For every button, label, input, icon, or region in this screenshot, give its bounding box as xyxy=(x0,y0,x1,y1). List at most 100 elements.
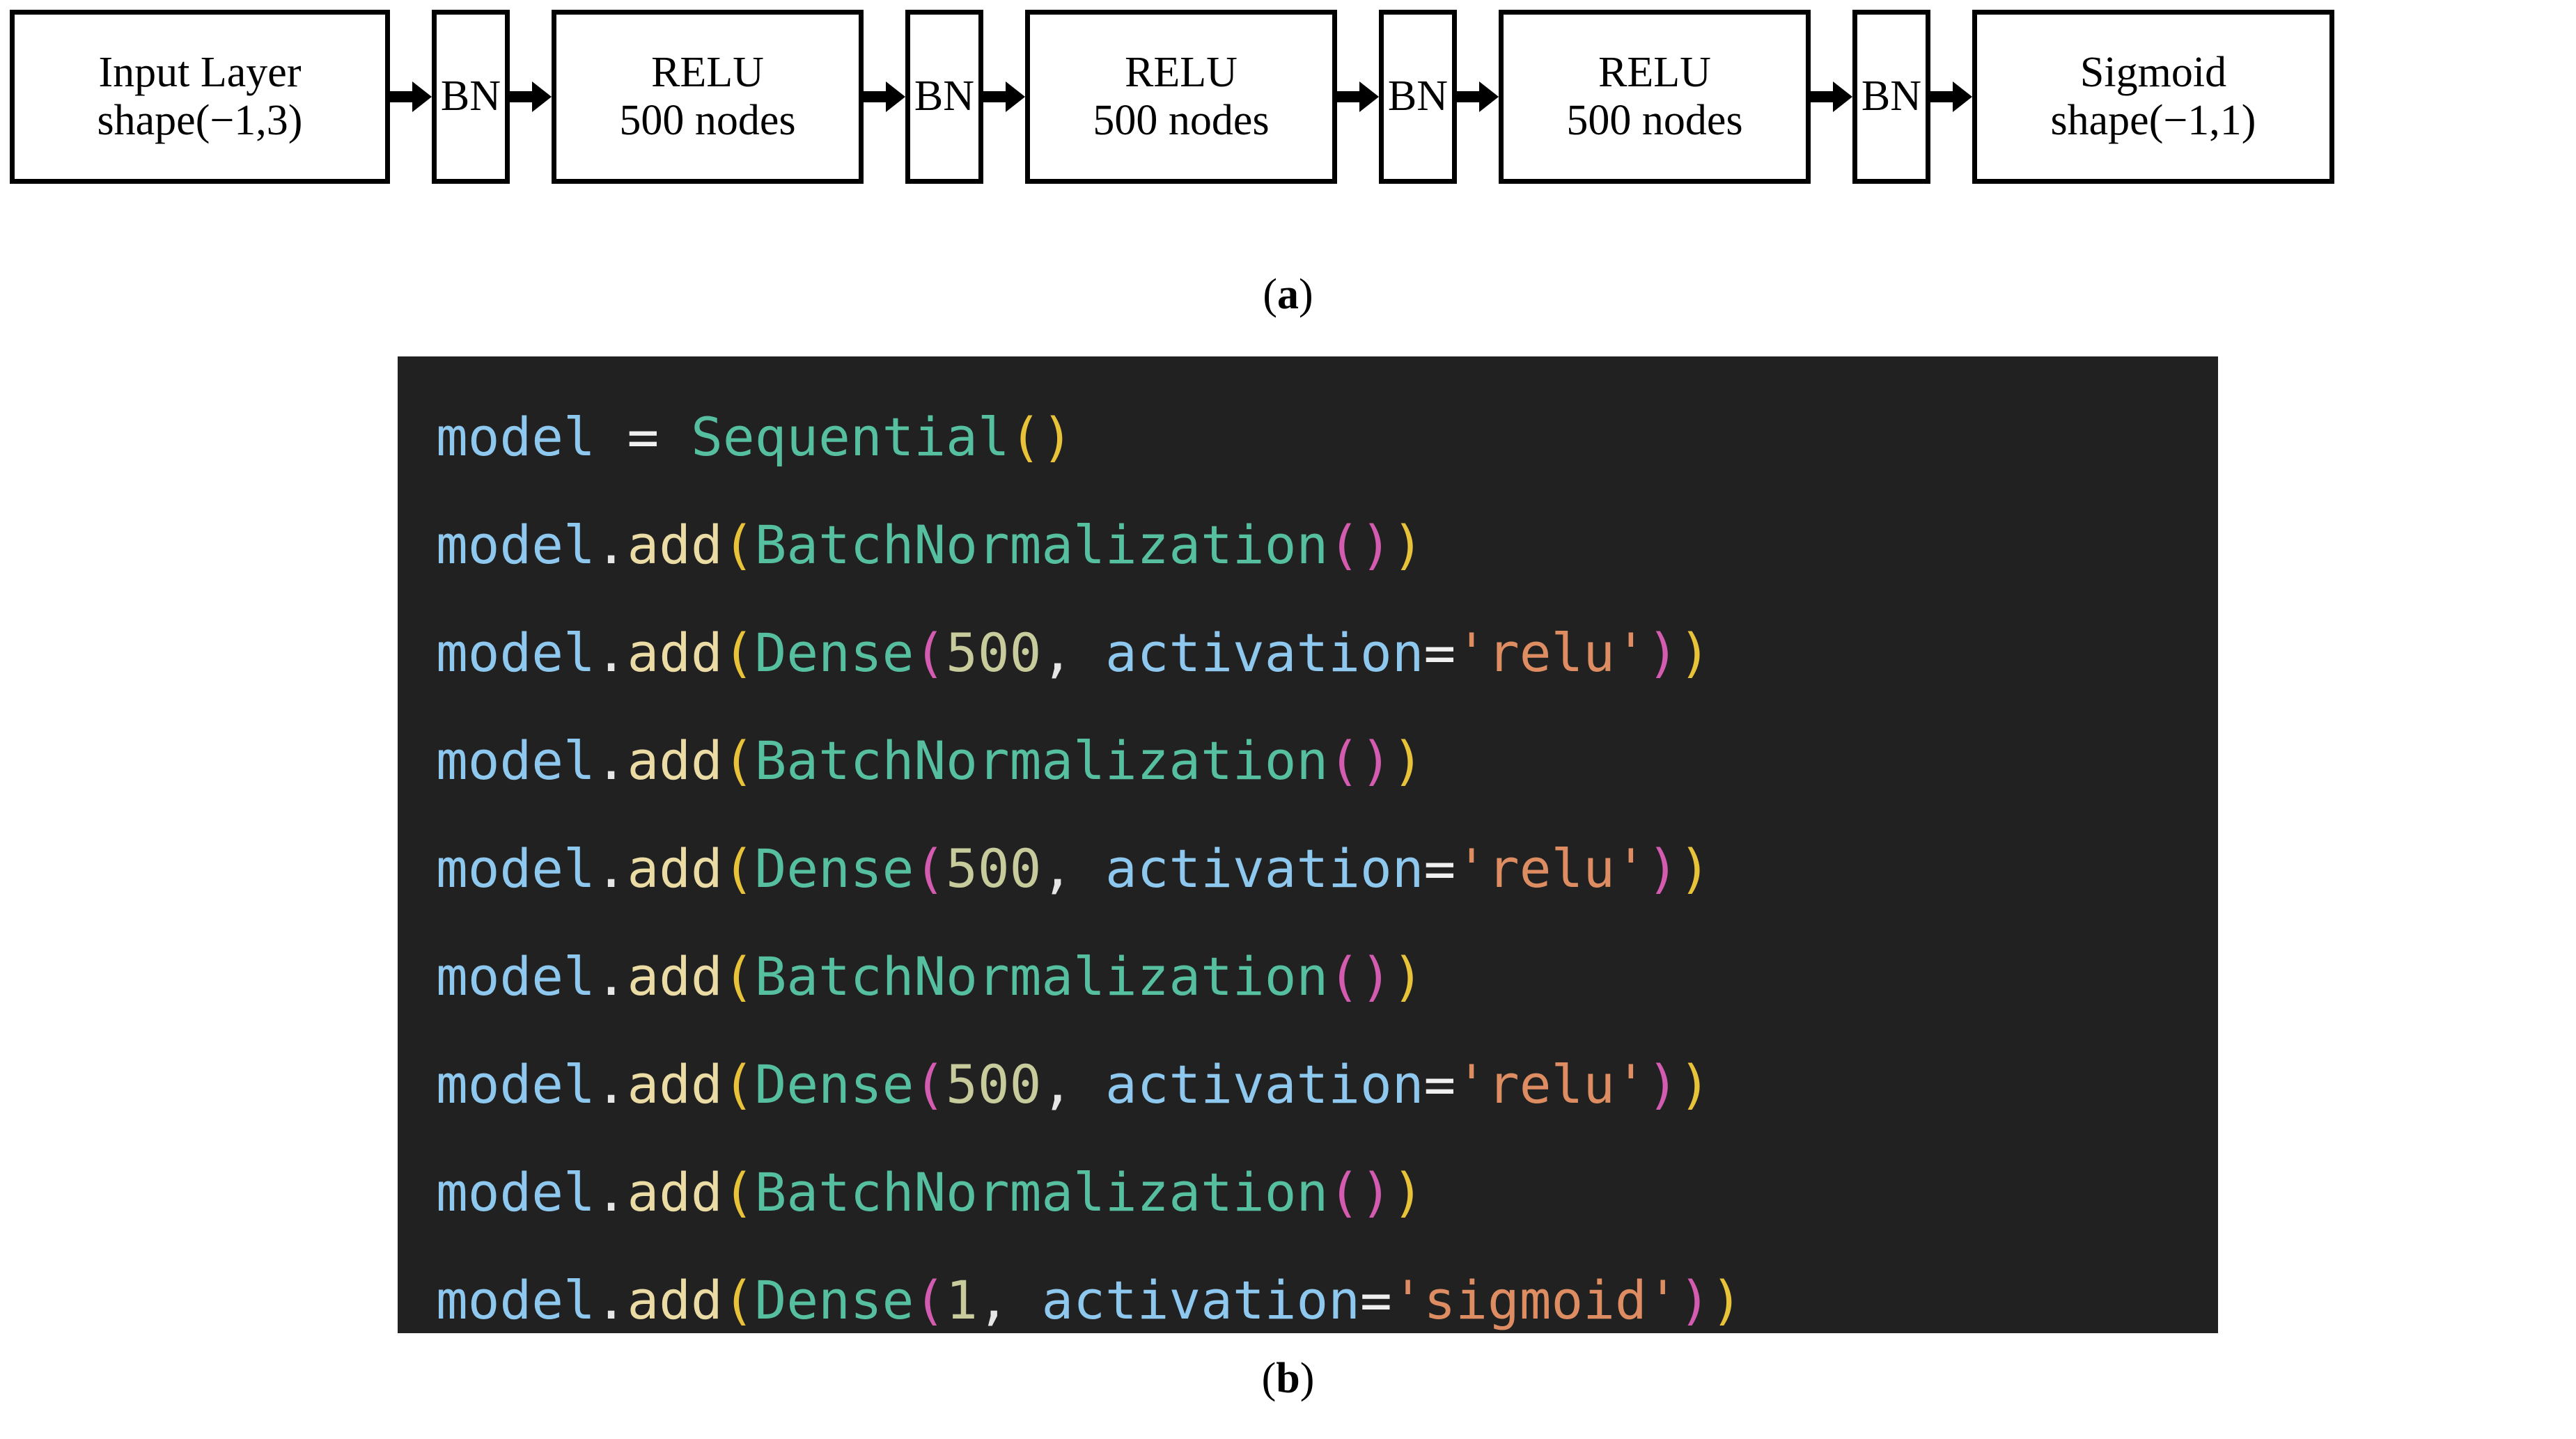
code-token: . xyxy=(595,730,627,792)
code-token: model xyxy=(436,838,595,899)
code-token: ) xyxy=(1646,838,1679,899)
code-token: ( xyxy=(722,622,755,684)
code-token: ( xyxy=(722,945,755,1007)
code-line-1: model = Sequential() xyxy=(436,383,2218,491)
code-token: . xyxy=(595,622,627,684)
code-token: . xyxy=(595,1053,627,1115)
code-token: ( xyxy=(914,1053,946,1115)
code-token xyxy=(595,406,627,468)
caption-a-letter: a xyxy=(1277,271,1299,318)
code-token: ) xyxy=(1391,514,1424,576)
code-token: ) xyxy=(1678,622,1711,684)
code-token: ( xyxy=(722,1269,755,1331)
flow-node-relu-3-line-2: 500 nodes xyxy=(1566,97,1743,144)
arrow-right-icon xyxy=(1337,76,1379,118)
flow-node-bn-4-line-1: BN xyxy=(1861,72,1922,120)
code-token: ( xyxy=(1009,406,1042,468)
code-token: ) xyxy=(1678,1053,1711,1115)
arrow-right-icon xyxy=(510,76,552,118)
code-token: ( xyxy=(722,1053,755,1115)
code-token: activation xyxy=(1041,1269,1360,1331)
code-line-5: model.add(Dense(500, activation='relu')) xyxy=(436,815,2218,922)
code-line-4: model.add(BatchNormalization()) xyxy=(436,707,2218,815)
code-token: ) xyxy=(1710,1269,1743,1331)
code-token: . xyxy=(595,1269,627,1331)
code-token xyxy=(1073,1053,1105,1115)
code-token: Dense xyxy=(754,1269,914,1331)
figure-caption-a: (a) xyxy=(0,270,2576,320)
code-token: model xyxy=(436,730,595,792)
code-token xyxy=(1073,838,1105,899)
arrow-right-icon xyxy=(1457,76,1499,118)
flow-node-input-layer-line-2: shape(−1,3) xyxy=(97,97,303,144)
code-token: activation xyxy=(1104,1053,1424,1115)
code-token: , xyxy=(1041,1053,1074,1115)
code-line-2: model.add(BatchNormalization()) xyxy=(436,491,2218,599)
code-token: , xyxy=(977,1269,1010,1331)
code-token: ) xyxy=(1359,1161,1392,1223)
code-token: model xyxy=(436,945,595,1007)
flow-node-bn-1-line-1: BN xyxy=(440,72,501,120)
code-token: = xyxy=(1423,838,1456,899)
code-token: add xyxy=(627,1161,723,1223)
code-token: ( xyxy=(914,1269,946,1331)
code-token: ( xyxy=(722,514,755,576)
flow-node-relu-2-line-1: RELU xyxy=(1125,48,1238,96)
arrow-right-icon xyxy=(390,76,432,118)
code-token: 500 xyxy=(946,838,1042,899)
code-token: ) xyxy=(1391,730,1424,792)
figure-caption-b: (b) xyxy=(0,1354,2576,1403)
code-token: . xyxy=(595,838,627,899)
flow-node-bn-4: BN xyxy=(1852,10,1930,184)
code-token: activation xyxy=(1104,838,1424,899)
arrow-right-icon xyxy=(983,76,1025,118)
code-token: ( xyxy=(1328,945,1360,1007)
code-token: model xyxy=(436,1161,595,1223)
flow-node-bn-2-line-1: BN xyxy=(914,72,975,120)
code-token: , xyxy=(1041,622,1074,684)
code-token: model xyxy=(436,1053,595,1115)
code-token: 'relu' xyxy=(1455,622,1647,684)
code-token: add xyxy=(627,622,723,684)
flow-node-sigmoid-line-1: Sigmoid xyxy=(2079,48,2227,96)
code-token: BatchNormalization xyxy=(754,730,1329,792)
code-token: = xyxy=(627,406,659,468)
code-token: ) xyxy=(1646,1053,1679,1115)
flow-node-sigmoid-line-2: shape(−1,1) xyxy=(2050,97,2256,144)
code-line-7: model.add(Dense(500, activation='relu')) xyxy=(436,1030,2218,1138)
flow-node-bn-3: BN xyxy=(1379,10,1457,184)
code-token: ) xyxy=(1391,945,1424,1007)
flow-node-relu-3-line-1: RELU xyxy=(1598,48,1711,96)
code-token: . xyxy=(595,945,627,1007)
code-token: model xyxy=(436,406,595,468)
arrow-right-icon xyxy=(1930,76,1972,118)
code-token: ( xyxy=(1328,514,1360,576)
code-token: . xyxy=(595,1161,627,1223)
caption-b-letter: b xyxy=(1276,1355,1300,1402)
code-token: ( xyxy=(722,730,755,792)
flow-node-bn-1: BN xyxy=(432,10,510,184)
code-token xyxy=(1073,622,1105,684)
code-token xyxy=(1010,1269,1042,1331)
code-token: = xyxy=(1360,1269,1392,1331)
code-token: add xyxy=(627,838,723,899)
code-token: add xyxy=(627,945,723,1007)
code-token: ) xyxy=(1359,730,1392,792)
code-token: add xyxy=(627,1269,723,1331)
code-token: ( xyxy=(722,838,755,899)
code-token: . xyxy=(595,514,627,576)
arrow-right-icon xyxy=(864,76,905,118)
code-token: 500 xyxy=(946,622,1042,684)
code-token: = xyxy=(1423,1053,1456,1115)
code-token: add xyxy=(627,1053,723,1115)
code-token: = xyxy=(1423,622,1456,684)
flow-node-input-layer-line-1: Input Layer xyxy=(98,48,302,96)
code-line-3: model.add(Dense(500, activation='relu')) xyxy=(436,599,2218,707)
code-line-6: model.add(BatchNormalization()) xyxy=(436,922,2218,1030)
flow-node-bn-2: BN xyxy=(905,10,983,184)
code-token: , xyxy=(1041,838,1074,899)
